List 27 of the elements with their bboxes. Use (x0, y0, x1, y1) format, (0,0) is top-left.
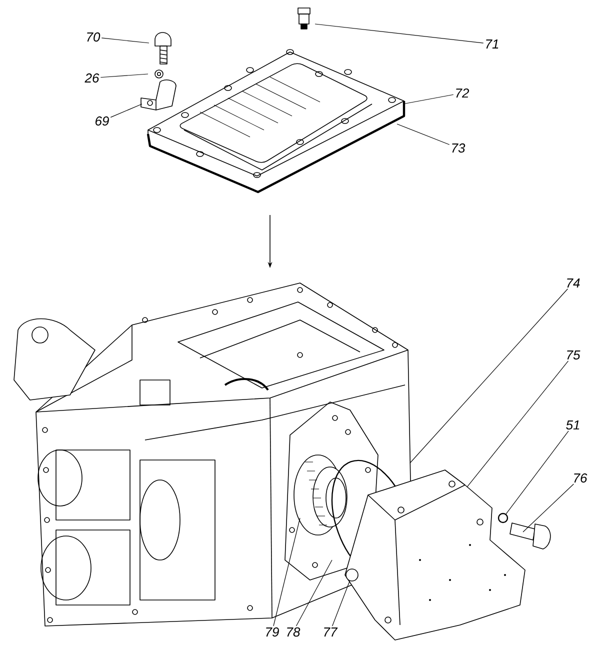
leader-line (410, 288, 568, 464)
callout-number: 70 (87, 32, 100, 42)
callout-number: 79 (266, 627, 279, 637)
leader-line (273, 518, 300, 626)
leader-line (402, 94, 454, 104)
callout-number: 71 (486, 40, 498, 48)
callout-number: 74 (567, 278, 580, 288)
callout-number: 76 (574, 473, 588, 483)
leader-line (110, 104, 142, 118)
callout-number: 72 (456, 88, 470, 98)
washer-drawing (498, 512, 508, 524)
leader-line (100, 74, 148, 78)
callout-number: 69 (96, 116, 109, 126)
leader-line (314, 24, 484, 44)
leader-line (506, 430, 569, 514)
callout-number: 78 (287, 627, 300, 637)
pin-drawing (346, 568, 358, 582)
callout-number: 77 (324, 628, 338, 636)
leader-line (466, 360, 569, 488)
callout-number: 26 (84, 73, 100, 83)
leader-line (396, 124, 450, 145)
leader-line (101, 38, 150, 44)
leader-line (296, 560, 332, 626)
callout-number: 51 (566, 420, 580, 430)
callout-number: 73 (452, 143, 466, 153)
callout-number: 75 (567, 350, 580, 360)
leader-line (522, 484, 574, 532)
